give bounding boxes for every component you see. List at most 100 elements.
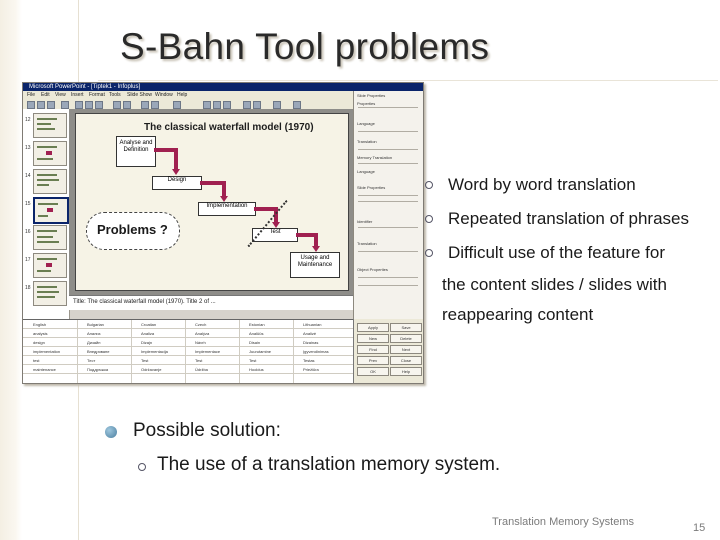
underline-icon[interactable] (223, 101, 231, 109)
slide-thumbnail[interactable] (33, 169, 67, 194)
rp-label: Language (357, 169, 375, 174)
open-icon[interactable] (37, 101, 45, 109)
menu-edit[interactable]: Edit (41, 92, 50, 98)
rp-label: Slide Properties (357, 185, 386, 190)
grid-header: Czech (195, 322, 207, 327)
prev-button[interactable]: Prev (357, 356, 389, 365)
grid-cell[interactable]: Дизайн (87, 340, 101, 345)
arrow (274, 207, 278, 223)
sub-bullet-ring-icon (425, 249, 433, 257)
grid-cell[interactable]: Поддръжка (87, 367, 109, 372)
grid-cell[interactable]: Analüüs (249, 331, 264, 336)
grid-cell[interactable]: Analiza (141, 331, 155, 336)
grid-cell[interactable]: Održavanje (141, 367, 162, 372)
grid-cell[interactable]: Disain (249, 340, 261, 345)
grid-cell[interactable]: Тест (87, 358, 96, 363)
grid-cell[interactable]: design (33, 340, 45, 345)
zoom-icon[interactable] (173, 101, 181, 109)
menu-view[interactable]: View (55, 92, 66, 98)
grid-cell[interactable]: maintenance (33, 367, 56, 372)
rp-line (358, 149, 418, 150)
rp-label: Object Properties (357, 267, 388, 272)
thumb-number: 13 (25, 145, 31, 151)
save-icon[interactable] (47, 101, 55, 109)
table-icon[interactable] (151, 101, 159, 109)
grid-cell[interactable]: Įgyvendinimas (303, 349, 329, 354)
menu-insert[interactable]: Insert (71, 92, 84, 98)
rp-label: Identifier (357, 219, 373, 224)
new-button[interactable]: New (357, 334, 389, 343)
rp-line (358, 285, 418, 286)
notes-bar[interactable]: Title: The classical waterfall model (19… (69, 295, 353, 310)
menu-window[interactable]: Window (155, 92, 173, 98)
paste-icon[interactable] (95, 101, 103, 109)
bold-icon[interactable] (203, 101, 211, 109)
slide-thumbnail[interactable] (33, 141, 67, 166)
print-icon[interactable] (61, 101, 69, 109)
slide-thumbnail[interactable] (33, 225, 67, 250)
sub-bullet-3-cont2: reappearing content (442, 305, 594, 324)
menu-help[interactable]: Help (177, 92, 188, 98)
grid-cell[interactable]: Implementacija (141, 349, 168, 354)
find-button[interactable]: Find (357, 345, 389, 354)
slide-canvas[interactable]: The classical waterfall model (1970) Ana… (75, 113, 349, 291)
translation-grid[interactable]: English Bulgarian Croatian Czech Estonia… (23, 319, 353, 383)
grid-cell[interactable]: Implementace (195, 349, 221, 354)
rp-label: Slide Properties (357, 93, 386, 98)
save-button[interactable]: Save (390, 323, 422, 332)
grid-cell[interactable]: Testas (303, 358, 315, 363)
grid-cell[interactable]: test (33, 358, 40, 363)
design-icon[interactable] (293, 101, 301, 109)
menu-slideshow[interactable]: Slide Show (127, 92, 153, 98)
menu-file[interactable]: File (27, 92, 36, 98)
grid-header: Bulgarian (87, 322, 104, 327)
redo-icon[interactable] (123, 101, 131, 109)
box-implementation: Implementation (198, 202, 256, 216)
copy-icon[interactable] (85, 101, 93, 109)
menu-tools[interactable]: Tools (109, 92, 121, 98)
undo-icon[interactable] (113, 101, 121, 109)
slide-thumbnail-selected[interactable] (33, 197, 69, 224)
help-button[interactable]: Help (390, 367, 422, 376)
slide-thumbnail[interactable] (33, 281, 67, 306)
ok-button[interactable]: OK (357, 367, 389, 376)
next-button[interactable]: Next (390, 345, 422, 354)
grid-cell[interactable]: Analýza (195, 331, 210, 336)
grid-cell[interactable]: analysis (33, 331, 48, 336)
grid-cell[interactable]: Test (195, 358, 203, 363)
arrow (296, 233, 316, 237)
new-icon[interactable] (27, 101, 35, 109)
arrow (314, 233, 318, 247)
title-rule (98, 80, 718, 81)
grid-cell[interactable]: implementation (33, 349, 61, 354)
grid-cell[interactable]: Test (141, 358, 149, 363)
delete-button[interactable]: Delete (390, 334, 422, 343)
thumb-number: 12 (25, 117, 31, 123)
chart-icon[interactable] (141, 101, 149, 109)
align-left-icon[interactable] (243, 101, 251, 109)
grid-cell[interactable]: Test (249, 358, 257, 363)
align-center-icon[interactable] (253, 101, 261, 109)
grid-cell[interactable]: Návrh (195, 340, 206, 345)
grid-cell[interactable]: Dizajn (141, 340, 153, 345)
thumb-number: 18 (25, 285, 31, 291)
grid-cell[interactable]: Údržba (195, 367, 208, 372)
slide-thumbnail[interactable] (33, 113, 67, 138)
font-color-icon[interactable] (273, 101, 281, 109)
close-button[interactable]: Close (390, 356, 422, 365)
grid-cell[interactable]: Juurutamine (249, 349, 272, 354)
italic-icon[interactable] (213, 101, 221, 109)
properties-pane: Slide Properties Properties Language Tra… (353, 91, 423, 319)
cut-icon[interactable] (75, 101, 83, 109)
slide-thumbnail[interactable] (33, 253, 67, 278)
grid-cell[interactable]: Analizė (303, 331, 317, 336)
grid-cell[interactable]: Dizainas (303, 340, 319, 345)
sub-bullet-ring-icon (425, 181, 433, 189)
apply-button[interactable]: Apply (357, 323, 389, 332)
thumb-number: 16 (25, 229, 31, 235)
menu-format[interactable]: Format (89, 92, 105, 98)
grid-cell[interactable]: Hooldus (249, 367, 264, 372)
grid-cell[interactable]: Анализ (87, 331, 101, 336)
grid-cell[interactable]: Внедряване (87, 349, 110, 354)
grid-cell[interactable]: Priežiūra (303, 367, 319, 372)
